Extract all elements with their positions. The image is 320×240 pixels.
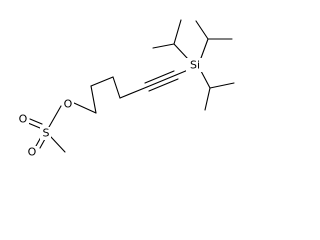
bond-ch-me-lower-b bbox=[204, 87, 211, 111]
bond-ch-me-upper-right-a bbox=[195, 20, 209, 40]
bond-c3-c4 bbox=[90, 76, 114, 87]
bond-c1-c2 bbox=[119, 86, 148, 99]
bond-ch-me-upper-left-a bbox=[152, 43, 175, 49]
bond-si-ch-upper-left bbox=[173, 43, 189, 60]
sulfur-atom-label: S bbox=[43, 127, 50, 140]
bond-si-ch-upper-right bbox=[200, 38, 209, 59]
sulfonyl-oxygen-lower-label: O bbox=[28, 146, 37, 159]
bond-triple-2 bbox=[144, 70, 175, 84]
bond-s-o-upper-a bbox=[29, 118, 43, 125]
sulfonyl-oxygen-upper-label: O bbox=[19, 113, 28, 126]
atom-labels: Si O S O O bbox=[18, 58, 204, 159]
bond-c2-c3 bbox=[112, 76, 121, 99]
bond-c5-o bbox=[73, 102, 97, 114]
bond-s-methyl bbox=[50, 136, 66, 153]
bond-ch-me-upper-left-b bbox=[173, 19, 182, 45]
molecule-structure: Si O S O O bbox=[18, 19, 235, 159]
bond-triple-3 bbox=[148, 78, 179, 92]
bond-ch-me-lower-a bbox=[209, 82, 235, 89]
bond-o-s bbox=[48, 105, 62, 128]
bond-triple-1 bbox=[146, 74, 177, 88]
bond-s-o-upper-b bbox=[27, 122, 41, 129]
bond-si-ch-lower bbox=[200, 70, 211, 89]
bonds bbox=[27, 19, 235, 153]
silicon-atom-label: Si bbox=[190, 59, 200, 72]
bond-s-o-lower-b bbox=[39, 138, 46, 149]
ester-oxygen-atom-label: O bbox=[64, 98, 73, 111]
bond-c4-c5 bbox=[90, 85, 97, 114]
